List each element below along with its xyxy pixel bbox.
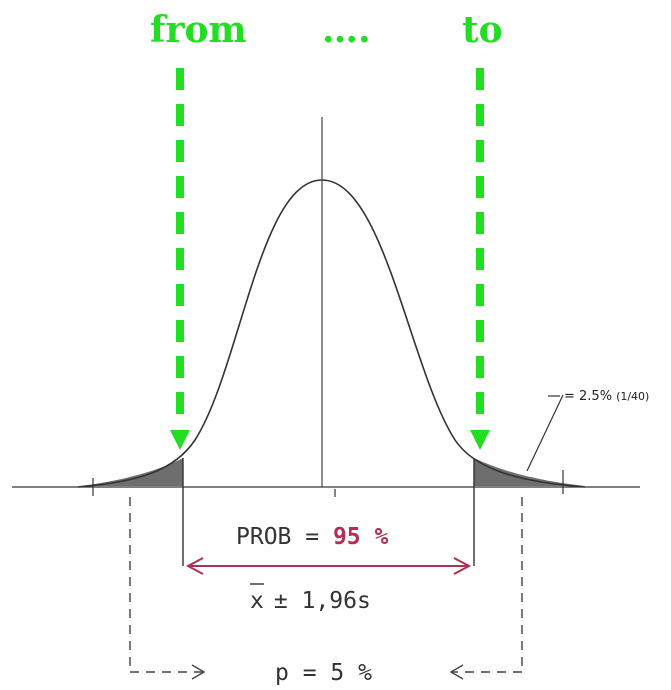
right-tail-shade: [474, 458, 585, 486]
right-tail-dashed-arrow: [449, 497, 523, 680]
left-tail-dashed-arrow: [129, 497, 206, 680]
interval-rest: ± 1,96s: [274, 588, 371, 614]
bell-curve: [77, 179, 586, 488]
to-label: to: [462, 9, 503, 51]
p-label: p = 5 %: [275, 660, 372, 686]
dots-label: ….: [322, 9, 371, 51]
prob-prefix: PROB =: [236, 524, 333, 550]
prob-text: PROB = 95 %: [236, 524, 388, 550]
interval-formula: x ± 1,96s: [250, 588, 371, 614]
to-green-arrow: [470, 68, 490, 450]
interval-double-arrow: [185, 557, 472, 575]
from-green-arrow: [170, 68, 190, 450]
tail-note-leader: [526, 394, 564, 472]
from-label: from: [150, 9, 247, 51]
tail-note-paren: (1/40): [616, 390, 649, 403]
prob-value: 95 %: [333, 524, 389, 550]
left-tail-shade: [80, 458, 183, 486]
tail-note: = 2.5% (1/40): [564, 389, 649, 404]
tail-note-main: = 2.5%: [564, 389, 612, 404]
xbar-symbol: x: [250, 588, 264, 614]
